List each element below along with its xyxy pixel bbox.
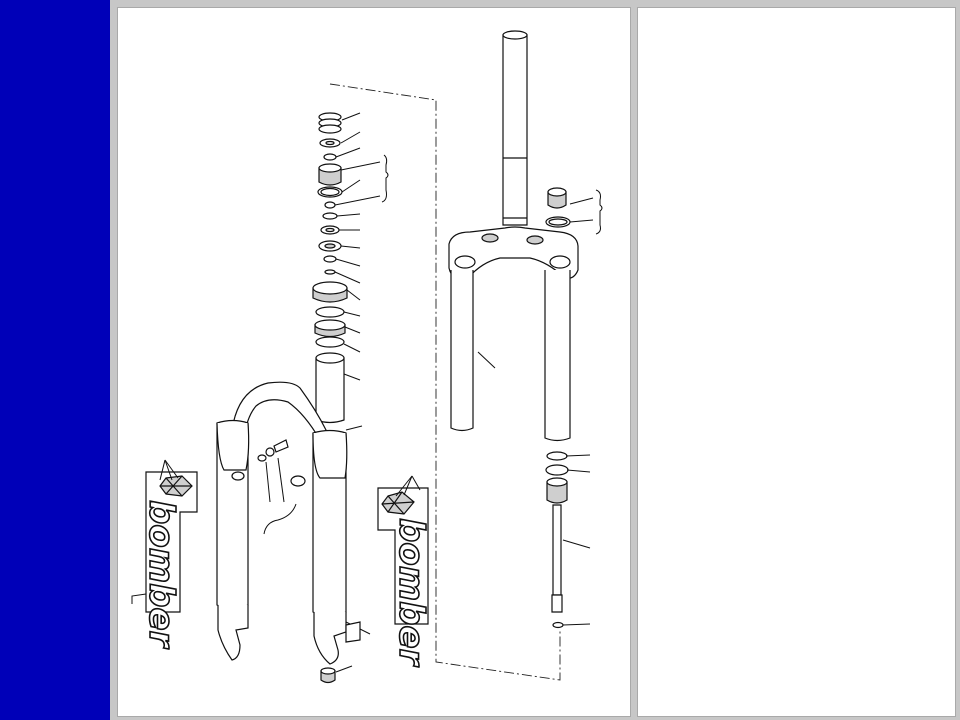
assembly-guide-lines [329, 83, 561, 681]
lower-legs-assembly [216, 381, 371, 684]
spring-stack [312, 112, 389, 424]
sidebar [0, 0, 110, 720]
decal-right-text: bomber [391, 518, 431, 668]
crown-steerer-assembly [448, 30, 579, 442]
top-cap-assembly [545, 187, 603, 235]
decal-right: bomber [377, 475, 432, 668]
decal-left: bomber [131, 459, 198, 650]
decal-left-text: bomber [141, 500, 181, 650]
info-panel [637, 7, 956, 717]
damper-cartridge [545, 451, 591, 629]
